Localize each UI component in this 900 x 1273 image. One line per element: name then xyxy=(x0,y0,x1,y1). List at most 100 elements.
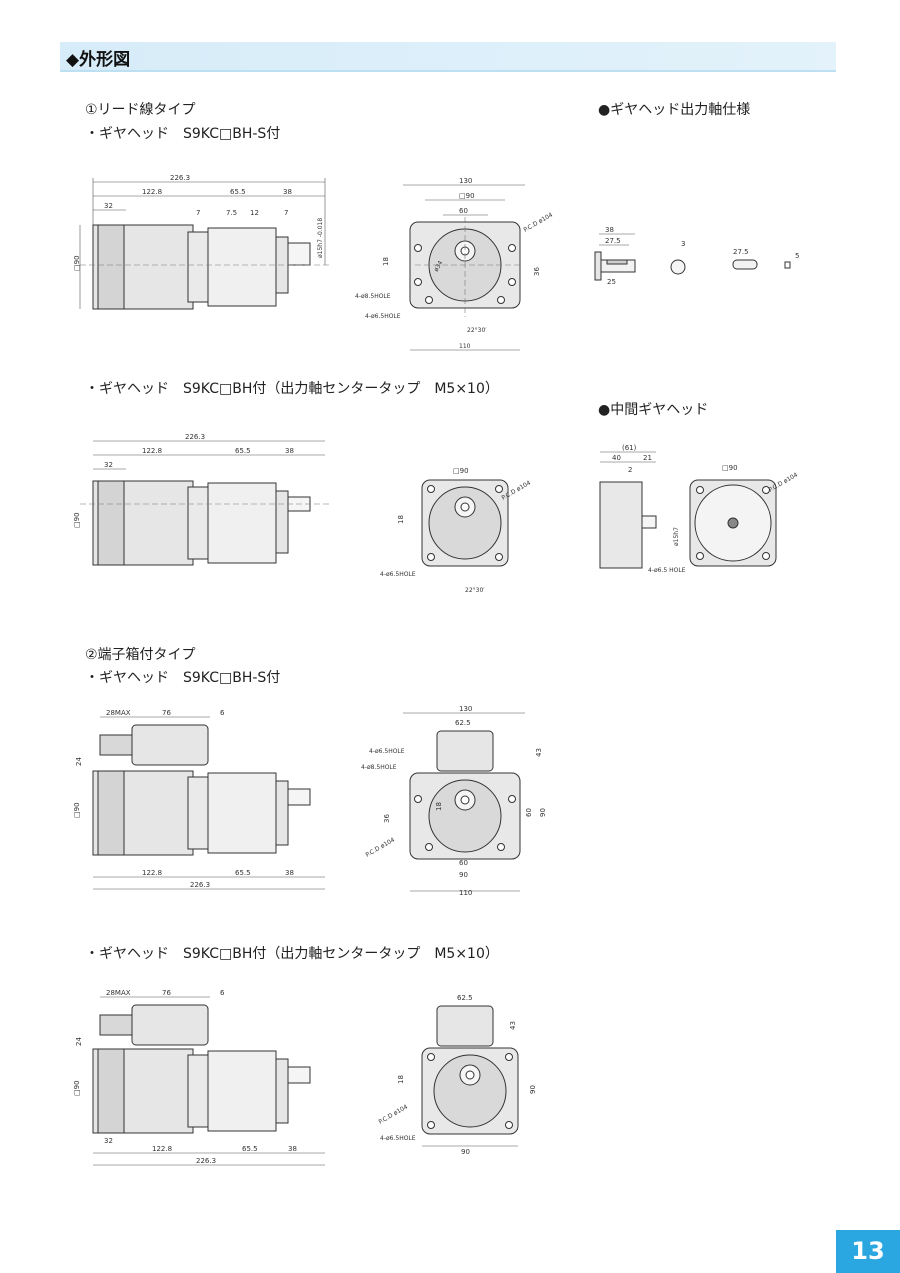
tbf-dim-18: 18 xyxy=(435,802,443,811)
dim-pcd: P.C.D ø104 xyxy=(523,211,555,233)
tbf-dim-130: 130 xyxy=(459,705,472,713)
dim-hole65: 4-ø6.5HOLE xyxy=(365,313,401,320)
tb-dim-sq90: □90 xyxy=(73,802,81,818)
dim-sq90-2: □90 xyxy=(73,512,81,528)
tb2f-dim-pcd: P.C.D ø104 xyxy=(378,1103,410,1125)
dim-gear-2: 65.5 xyxy=(235,447,251,455)
mid-dim-hole: 4-ø6.5 HOLE xyxy=(648,567,686,574)
tb-dim-76: 76 xyxy=(162,709,171,717)
tb2f-dim-18: 18 xyxy=(397,1075,405,1084)
tb-dim-24: 24 xyxy=(75,757,83,766)
section-title: ◆外形図 xyxy=(66,50,131,70)
mid-dim-21: 21 xyxy=(643,454,652,462)
mid-dim-15: ø15h7 xyxy=(673,527,680,546)
tb2-dim-gear: 65.5 xyxy=(242,1145,258,1153)
section-header: ◆外形図 xyxy=(60,42,836,72)
dim-36: 36 xyxy=(533,267,541,276)
side-view-drawing-3: 28MAX 76 6 24 □90 122.8 65.5 38 226.3 xyxy=(73,709,325,890)
tb-dim-6: 6 xyxy=(220,709,225,717)
mid-dim-sq90: □90 xyxy=(722,464,738,472)
tb2f-dim-hole65: 4-ø6.5HOLE xyxy=(380,1135,416,1142)
tb2-dim-28: 28MAX xyxy=(106,989,131,997)
dim-7a: 7 xyxy=(196,209,200,217)
tb2f-dim-62-5: 62.5 xyxy=(457,994,473,1002)
spec-dim-38: 38 xyxy=(605,226,614,234)
tbf-dim-hole65: 4-ø6.5HOLE xyxy=(369,748,405,755)
front-view-drawing-3: 130 62.5 43 4-ø6.5HOLE 4-ø8.5HOLE 36 18 … xyxy=(361,705,547,897)
tbf-dim-60b: 60 xyxy=(459,859,468,867)
tb-dim-28: 28MAX xyxy=(106,709,131,717)
heading-gear-bh-s-1: ・ギヤヘッド S9KC□BH-S付 xyxy=(85,126,281,142)
spec-dim-27-5: 27.5 xyxy=(605,237,621,245)
dim-shaft: 38 xyxy=(283,188,292,196)
heading-gear-bh-s-2: ・ギヤヘッド S9KC□BH-S付 xyxy=(85,670,281,686)
front-view-drawing-4: 62.5 43 18 90 P.C.D ø104 4-ø6.5HOLE 90 xyxy=(378,994,538,1156)
tb2-dim-6: 6 xyxy=(220,989,225,997)
dim-32: 32 xyxy=(104,202,113,210)
dim-dia34: ø34 xyxy=(433,260,445,273)
dim-sq90-f2: □90 xyxy=(453,467,469,475)
dim-18: 18 xyxy=(382,257,390,266)
heading-gear-bh-center-2: ・ギヤヘッド S9KC□BH付（出力軸センタータップ M5×10） xyxy=(85,946,499,962)
dim-motor: 122.8 xyxy=(142,188,162,196)
tb2-dim-32: 32 xyxy=(104,1137,113,1145)
tb2-dim-24: 24 xyxy=(75,1037,83,1046)
tbf-dim-62-5: 62.5 xyxy=(455,719,471,727)
tb2-dim-motor: 122.8 xyxy=(152,1145,172,1153)
spec-dim-5: 5 xyxy=(795,252,799,260)
mid-dim-40: 40 xyxy=(612,454,621,462)
tb2-dim-76: 76 xyxy=(162,989,171,997)
output-shaft-spec-drawing: 38 27.5 25 3 27.5 5 xyxy=(594,226,799,286)
dim-sq90: □90 xyxy=(73,255,81,271)
dim-60: 60 xyxy=(459,207,468,215)
dim-gear: 65.5 xyxy=(230,188,246,196)
dim-shaft-dia: ø15h7 -0.018 xyxy=(317,218,324,258)
mid-dim-2: 2 xyxy=(628,466,632,474)
dim-110: 110 xyxy=(459,343,471,350)
tbf-dim-43: 43 xyxy=(535,748,543,757)
mid-dim-61: (61) xyxy=(622,444,637,452)
heading-gear-bh-center-1: ・ギヤヘッド S9KC□BH付（出力軸センタータップ M5×10） xyxy=(85,381,499,397)
tb-dim-shaft: 38 xyxy=(285,869,294,877)
tb2f-dim-43: 43 xyxy=(509,1021,517,1030)
side-view-drawing-4: 28MAX 76 6 24 □90 32 122.8 65.5 38 226.3 xyxy=(73,989,325,1166)
tb2-dim-total: 226.3 xyxy=(196,1157,216,1165)
dim-total-2: 226.3 xyxy=(185,433,205,441)
heading-lead-wire-type: ①リード線タイプ xyxy=(85,102,196,118)
dim-7-5: 7.5 xyxy=(226,209,237,217)
tb-dim-motor: 122.8 xyxy=(142,869,162,877)
heading-output-shaft-spec: ●ギヤヘッド出力軸仕様 xyxy=(598,102,751,118)
tbf-dim-90b: 90 xyxy=(459,871,468,879)
spec-dim-25: 25 xyxy=(607,278,616,286)
tbf-dim-110: 110 xyxy=(459,889,472,897)
tbf-dim-90: 90 xyxy=(539,808,547,817)
side-view-drawing-1: 226.3 122.8 65.5 38 32 7 7.5 12 7 □90 ø1… xyxy=(73,174,332,310)
tbf-dim-36: 36 xyxy=(383,814,391,823)
tb-dim-gear: 65.5 xyxy=(235,869,251,877)
tb-dim-total: 226.3 xyxy=(190,881,210,889)
front-view-drawing-2: □90 18 P.C.D ø104 4-ø6.5HOLE 22°30′ xyxy=(380,467,532,594)
dim-18-f2: 18 xyxy=(397,515,405,524)
dim-angle: 22°30′ xyxy=(467,327,487,334)
dim-shaft-2: 38 xyxy=(285,447,294,455)
tbf-dim-60: 60 xyxy=(525,808,533,817)
spec-dim-27-5b: 27.5 xyxy=(733,248,749,256)
spec-dim-3: 3 xyxy=(681,240,685,248)
tb2-dim-sq90: □90 xyxy=(73,1080,81,1096)
tb2-dim-shaft: 38 xyxy=(288,1145,297,1153)
dim-hole85: 4-ø8.5HOLE xyxy=(355,293,391,300)
page-number-badge: 13 xyxy=(836,1230,900,1273)
dim-7b: 7 xyxy=(284,209,288,217)
tbf-dim-hole85: 4-ø8.5HOLE xyxy=(361,764,397,771)
dim-motor-2: 122.8 xyxy=(142,447,162,455)
page-number: 13 xyxy=(851,1237,885,1265)
dim-sq90-front: □90 xyxy=(459,192,475,200)
intermediate-gearhead-drawing: (61) 40 21 2 ø15h7 □90 P.C.D ø104 4-ø6.5… xyxy=(599,444,799,574)
dim-total: 226.3 xyxy=(170,174,190,182)
front-view-drawing-1: 130 □90 60 18 36 P.C.D ø104 ø34 4-ø8.5HO… xyxy=(355,177,554,351)
tb2f-dim-90b: 90 xyxy=(461,1148,470,1156)
tb2f-dim-90: 90 xyxy=(529,1085,537,1094)
tbf-dim-pcd: P.C.D ø104 xyxy=(365,836,397,858)
dim-12: 12 xyxy=(250,209,259,217)
side-view-drawing-2: 226.3 122.8 65.5 38 32 □90 xyxy=(73,433,332,566)
